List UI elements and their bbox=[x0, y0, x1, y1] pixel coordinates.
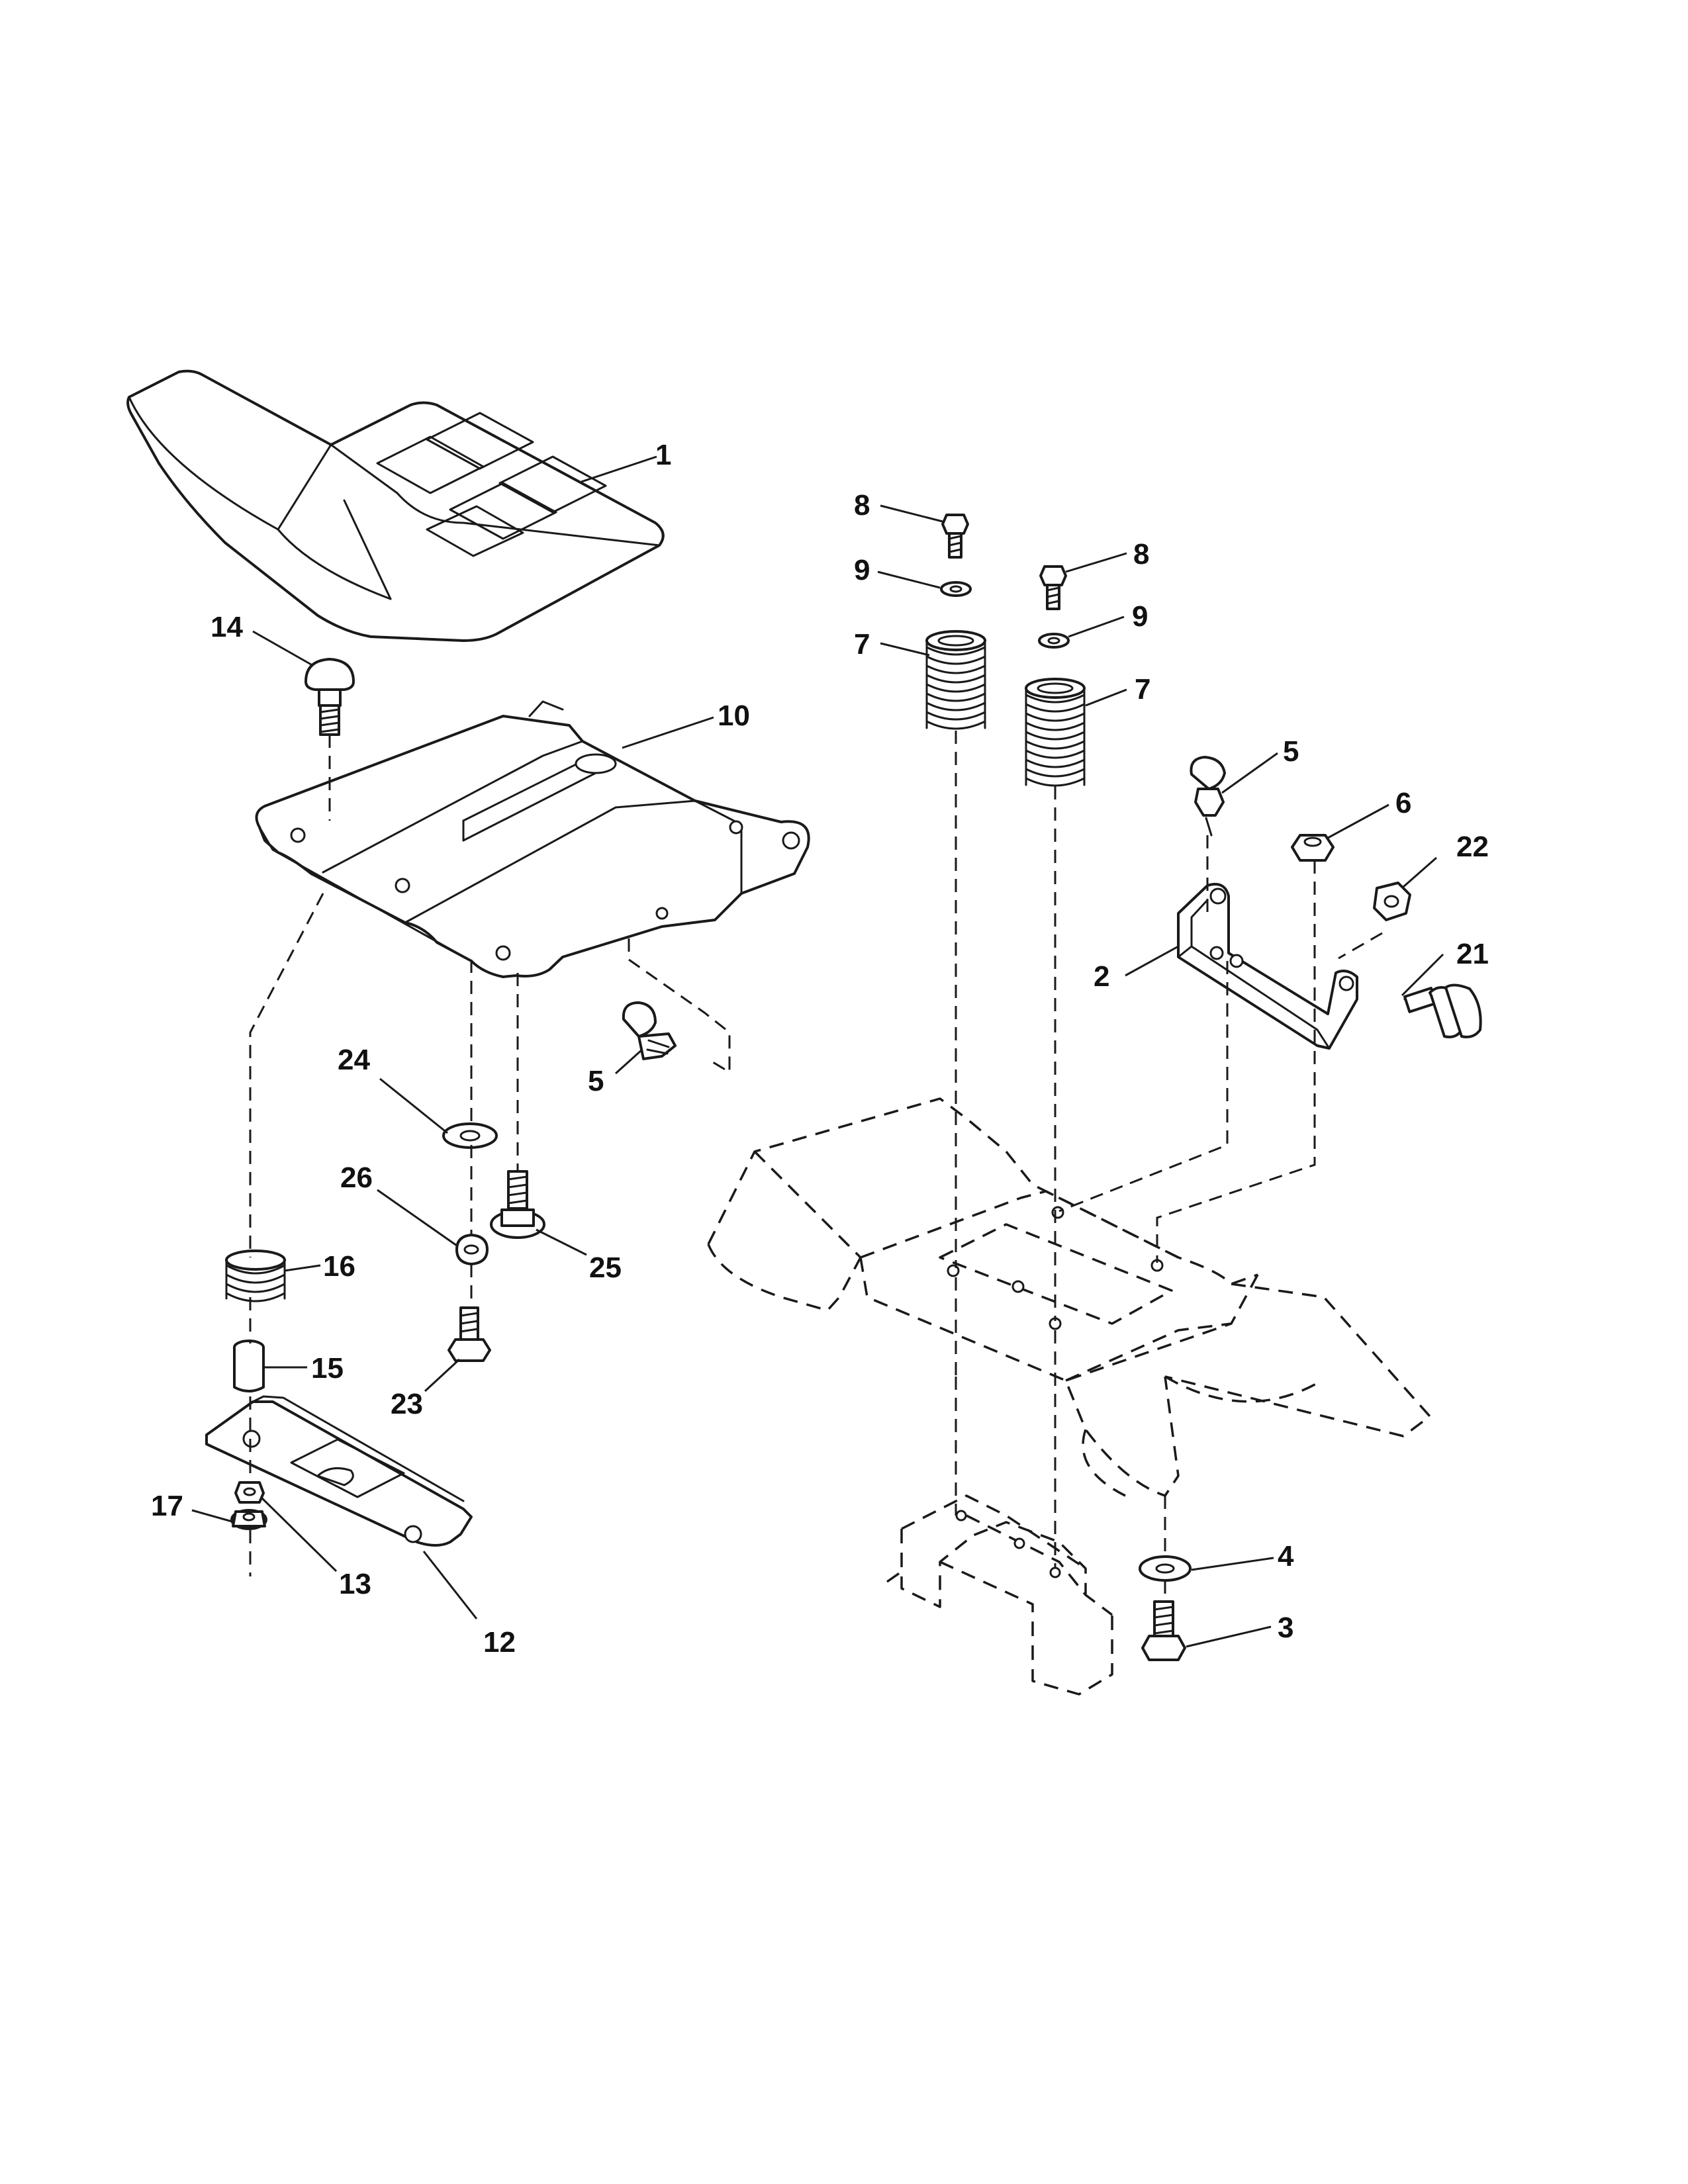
lock-washer bbox=[455, 1234, 489, 1265]
bolt-8-right bbox=[1039, 565, 1067, 610]
seat bbox=[126, 369, 665, 642]
hex-bolt-3 bbox=[1141, 1600, 1186, 1661]
callout-6: 6 bbox=[1395, 787, 1411, 819]
callout-10: 10 bbox=[718, 700, 750, 732]
callout-21: 21 bbox=[1456, 938, 1489, 970]
callout-9-right: 9 bbox=[1132, 600, 1148, 633]
frame-bracket-outline bbox=[886, 1494, 1113, 1696]
callout-7-right: 7 bbox=[1135, 673, 1150, 705]
callout-16: 16 bbox=[323, 1250, 355, 1283]
callout-8-left: 8 bbox=[854, 489, 870, 522]
callout-26: 26 bbox=[340, 1161, 373, 1194]
locknut bbox=[1291, 834, 1335, 862]
callout-13: 13 bbox=[339, 1568, 371, 1600]
flat-washer-4 bbox=[1139, 1555, 1192, 1582]
clip-left bbox=[622, 1001, 677, 1060]
carriage-bolt bbox=[305, 658, 355, 736]
nut-13 bbox=[234, 1481, 265, 1504]
callout-8-right: 8 bbox=[1133, 538, 1149, 570]
callout-2: 2 bbox=[1094, 960, 1109, 993]
spacer bbox=[233, 1340, 265, 1392]
callout-9-left: 9 bbox=[854, 554, 870, 586]
callout-5-left: 5 bbox=[588, 1065, 604, 1097]
compression-spring-16 bbox=[225, 1250, 286, 1302]
fender-outline bbox=[707, 1097, 1431, 1497]
callout-labels: 1 14 10 5 24 26 25 16 15 23 17 13 12 8 9… bbox=[151, 439, 1489, 1659]
clip-right bbox=[1190, 756, 1226, 837]
callout-15: 15 bbox=[311, 1352, 344, 1385]
callout-leaders bbox=[191, 455, 1444, 1648]
shoulder-bolt-21 bbox=[1403, 983, 1482, 1038]
right-alignment-lines bbox=[955, 731, 1383, 1600]
flange-nut-17 bbox=[230, 1509, 267, 1530]
callout-23: 23 bbox=[391, 1388, 423, 1420]
callout-12: 12 bbox=[483, 1626, 516, 1659]
callout-24: 24 bbox=[338, 1044, 370, 1076]
callout-3: 3 bbox=[1278, 1612, 1293, 1644]
bolt-8-left bbox=[941, 514, 969, 559]
flat-washer-24 bbox=[442, 1122, 498, 1149]
callout-1: 1 bbox=[655, 439, 671, 471]
callout-22: 22 bbox=[1456, 831, 1489, 863]
callout-4: 4 bbox=[1278, 1540, 1294, 1572]
seat-bracket bbox=[1177, 883, 1358, 1050]
callout-5-right: 5 bbox=[1283, 735, 1299, 768]
seat-pan bbox=[255, 700, 810, 978]
bracket-plate bbox=[205, 1395, 473, 1547]
shoulder-bolt bbox=[490, 1170, 545, 1239]
washer-9-left bbox=[940, 581, 972, 597]
spring-7-right bbox=[1025, 678, 1086, 787]
left-alignment-lines bbox=[249, 735, 731, 1576]
callout-7-left: 7 bbox=[854, 628, 870, 660]
hex-nut-22 bbox=[1373, 882, 1411, 921]
callout-25: 25 bbox=[589, 1251, 622, 1284]
spring-7-left bbox=[925, 630, 986, 730]
washer-9-right bbox=[1038, 633, 1070, 649]
hex-bolt-23 bbox=[447, 1306, 491, 1362]
callout-17: 17 bbox=[151, 1490, 183, 1522]
callout-14: 14 bbox=[211, 611, 243, 643]
